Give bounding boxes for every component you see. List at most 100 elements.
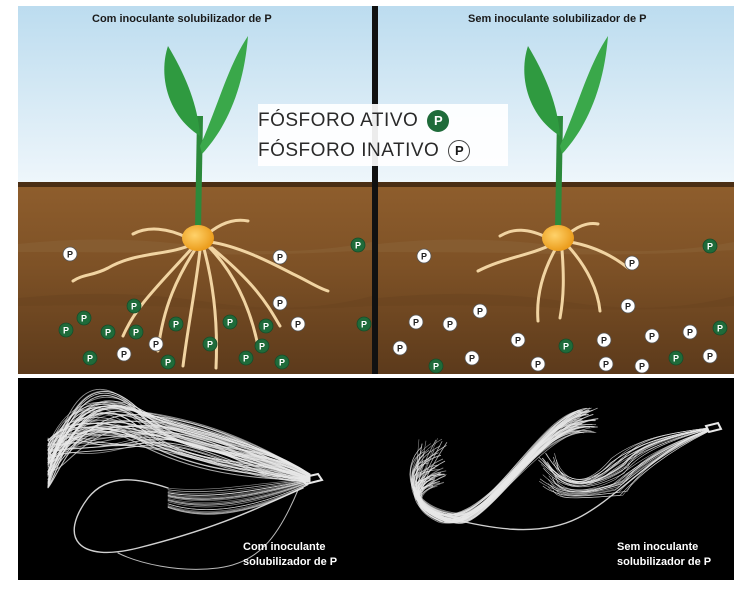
root-strand	[47, 407, 311, 479]
phosphorus-letter: P	[707, 352, 713, 362]
phosphorus-letter: P	[447, 320, 453, 330]
legend-active-row: FÓSFORO ATIVO P	[258, 108, 450, 134]
left-panel-caption: Com inoculante solubilizador de P	[92, 13, 272, 25]
phosphorus-letter: P	[227, 318, 233, 328]
root-strand	[47, 407, 311, 476]
inactive-phosphorus-icon	[148, 336, 164, 352]
phosphorus-letter: P	[133, 328, 139, 338]
root-strand	[167, 482, 309, 505]
phosphorus-letter: P	[165, 358, 171, 368]
root-strand	[167, 483, 309, 510]
inactive-phosphorus-icon	[702, 348, 718, 364]
left-photo-caption: Com inoculante solubilizador de P	[243, 540, 337, 570]
root-strand	[167, 480, 309, 496]
root-strand	[545, 427, 709, 480]
inactive-phosphorus-icon	[290, 316, 306, 332]
inactive-phosphorus-icon	[644, 328, 660, 344]
root-strand	[47, 403, 311, 476]
root-strand	[167, 479, 309, 492]
phosphorus-letter: P	[105, 328, 111, 338]
root-strand	[167, 480, 309, 499]
phosphorus-letter: P	[687, 328, 693, 338]
phosphorus-letter: P	[81, 314, 87, 324]
inactive-phosphorus-icon	[464, 350, 480, 366]
active-phosphorus-icon	[712, 320, 728, 336]
root-strand	[47, 433, 311, 481]
inactive-phosphorus-icon	[620, 298, 636, 314]
root-strand	[167, 481, 309, 501]
inactive-phosphorus-icon	[530, 356, 546, 372]
phosphorus-letter: P	[673, 354, 679, 364]
inactive-phosphorus-icon	[624, 255, 640, 271]
phosphorus-letter: P	[639, 362, 645, 372]
root-strand	[298, 472, 324, 486]
phosphorus-letter: P	[279, 358, 285, 368]
root-strand	[47, 426, 311, 479]
root-strand	[167, 479, 309, 494]
active-phosphorus-icon	[168, 316, 184, 332]
phosphorus-letter: P	[243, 354, 249, 364]
root-strand	[541, 428, 709, 483]
phosphorus-letter: P	[649, 332, 655, 342]
root-strand	[413, 432, 583, 521]
left-seed	[182, 225, 214, 251]
root-strand	[543, 429, 709, 488]
root-strand	[167, 482, 309, 508]
root-strand	[167, 480, 309, 500]
inactive-phosphorus-icon	[272, 249, 288, 265]
root-strand	[415, 426, 581, 521]
inactive-phosphorus-icon	[634, 358, 650, 374]
active-phosphorus-icon	[702, 238, 718, 254]
root-strand	[550, 430, 709, 496]
root-strand	[420, 410, 591, 523]
root-strand	[73, 479, 304, 553]
phosphorus-letter: P	[515, 336, 521, 346]
legend: FÓSFORO ATIVO P FÓSFORO INATIVO P	[258, 104, 508, 166]
active-phosphorus-icon	[558, 338, 574, 354]
inactive-phosphorus-icon	[598, 356, 614, 372]
active-phosphorus-icon	[428, 358, 444, 374]
inactive-phosphorus-icon	[416, 248, 432, 264]
root-strand	[556, 428, 709, 484]
phosphorus-letter: P	[173, 320, 179, 330]
left-photo-caption-line2: solubilizador de P	[243, 556, 338, 568]
active-phosphorus-icon	[222, 314, 238, 330]
phosphorus-letter: P	[421, 252, 427, 262]
active-phosphorus-icon	[160, 354, 176, 370]
inactive-phosphorus-icon	[62, 246, 78, 262]
root-strand	[167, 483, 309, 512]
root-strand	[47, 434, 311, 481]
right-photo-caption-line2: solubilizador de P	[617, 556, 712, 568]
phosphorus-letter: P	[397, 344, 403, 354]
phosphorus-letter: P	[277, 299, 283, 309]
active-phosphorus-icon	[254, 338, 270, 354]
root-strand	[47, 404, 311, 475]
inactive-phosphorus-icon	[272, 295, 288, 311]
phosphorus-letter: P	[603, 360, 609, 370]
root-strand	[47, 424, 311, 479]
root-strand	[167, 482, 309, 506]
phosphorus-letter: P	[295, 320, 301, 330]
phosphorus-letter: P	[67, 250, 73, 260]
inactive-phosphorus-icon	[682, 324, 698, 340]
root-strand	[47, 390, 311, 475]
phosphorus-letter: P	[601, 336, 607, 346]
active-phosphorus-icon	[82, 350, 98, 366]
active-phosphorus-icon	[58, 322, 74, 338]
phosphorus-letter: P	[469, 354, 475, 364]
phosphorus-letter: P	[413, 318, 419, 328]
left-plant	[71, 36, 330, 370]
phosphorus-letter: P	[355, 241, 361, 251]
inactive-phosphorus-icon	[596, 332, 612, 348]
inactive-phosphorus-icon	[472, 303, 488, 319]
root-strand	[542, 429, 709, 491]
right-photo-caption: Sem inoculante solubilizador de P	[617, 540, 711, 570]
inactive-phosphorus-icon: P	[448, 140, 471, 162]
active-phosphorus-icon	[274, 354, 290, 370]
root-strand	[539, 430, 709, 493]
phosphorus-letter: P	[361, 320, 367, 330]
root-strand	[548, 429, 709, 487]
root-strand	[167, 478, 309, 490]
active-phosphorus-icon	[356, 316, 372, 332]
